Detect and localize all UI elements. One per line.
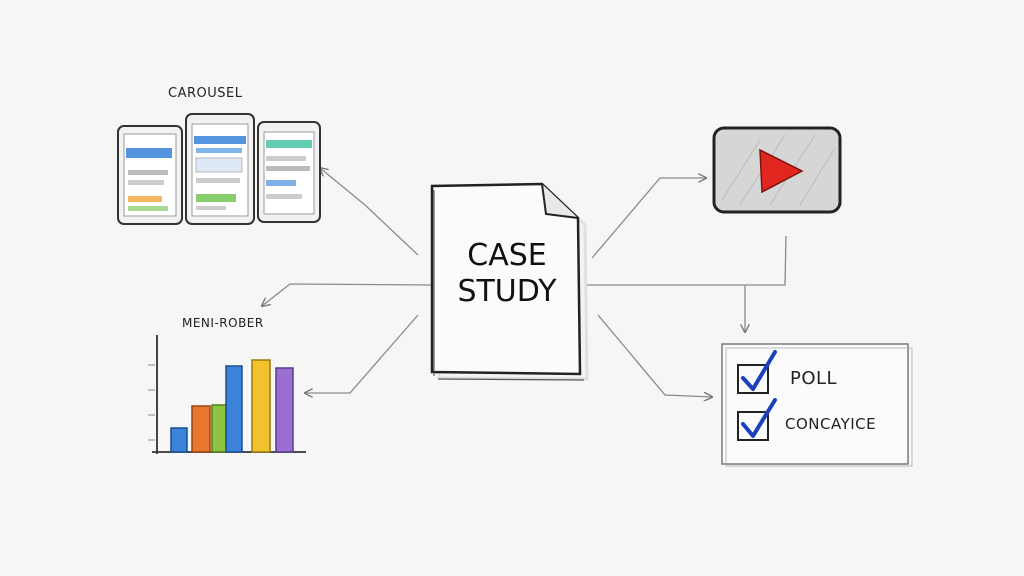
carousel-phones-icon[interactable] <box>117 113 321 225</box>
arrow-to-video <box>591 178 706 259</box>
bar-5 <box>251 359 271 453</box>
arrow-to-chart-upper <box>262 283 433 306</box>
play-button-icon[interactable] <box>712 126 842 214</box>
bar-4 <box>225 365 243 453</box>
poll-label: POLL <box>790 368 838 389</box>
phone-center <box>185 113 255 225</box>
bar-6 <box>275 367 294 453</box>
phone-right <box>257 121 321 223</box>
arrow-to-carousel <box>320 168 419 256</box>
arrow-to-chart <box>305 314 419 393</box>
case-title-line-1: CASE <box>467 238 547 273</box>
bar-3 <box>211 404 227 453</box>
poll-checkbox[interactable] <box>737 350 777 394</box>
carousel-label: CAROUSEL <box>168 86 243 101</box>
bar-1 <box>170 427 188 453</box>
chart-label: MENI-ROBER <box>182 316 264 330</box>
checkmark-icon <box>741 398 777 438</box>
concayice-label: CONCAYICE <box>785 415 877 433</box>
case-study-title: CASE STUDY <box>434 238 580 310</box>
bar-chart <box>148 335 306 454</box>
connector-right-line <box>586 235 787 286</box>
checklist-box <box>721 343 913 467</box>
connectors <box>262 168 787 397</box>
checkmark-icon <box>741 350 777 391</box>
concayice-checkbox[interactable] <box>737 398 777 441</box>
case-study-document[interactable] <box>430 182 589 381</box>
arrow-to-checklist <box>597 314 712 397</box>
phone-left <box>117 125 183 225</box>
case-title-line-2: STUDY <box>457 274 557 309</box>
bar-2 <box>191 405 211 453</box>
play-triangle <box>759 148 804 194</box>
